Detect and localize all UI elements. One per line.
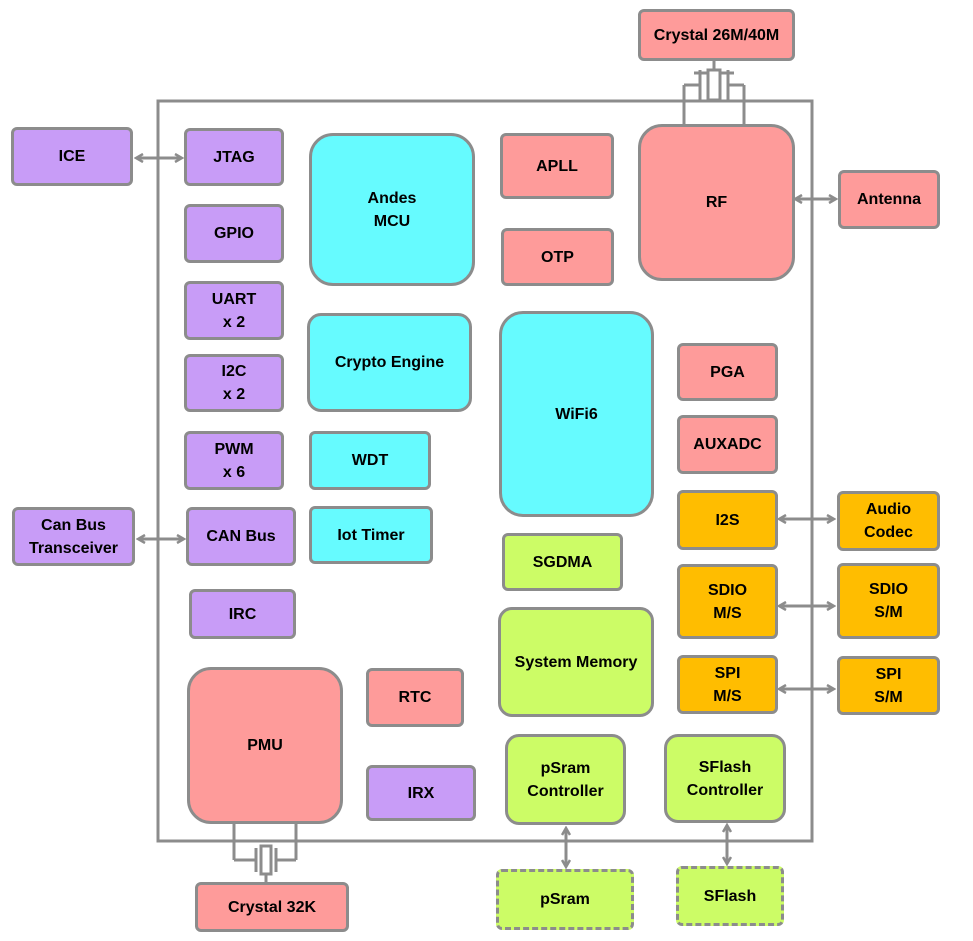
sdio-sm-block: SDIO S/M — [837, 563, 940, 639]
crystal-32k-block: Crystal 32K — [195, 882, 349, 932]
jtag-block: JTAG — [184, 128, 284, 186]
i2s-block: I2S — [677, 490, 778, 550]
gpio-block: GPIO — [184, 204, 284, 263]
pga-block: PGA — [677, 343, 778, 401]
sflash-block: SFlash — [676, 866, 784, 926]
irx-block: IRX — [366, 765, 476, 821]
spi-ms-block: SPI M/S — [677, 655, 778, 714]
crypto-engine-block: Crypto Engine — [307, 313, 472, 412]
rtc-block: RTC — [366, 668, 464, 727]
rf-block: RF — [638, 124, 795, 281]
system-memory-block: System Memory — [498, 607, 654, 717]
antenna-block: Antenna — [838, 170, 940, 229]
andes-mcu-block: Andes MCU — [309, 133, 475, 286]
irc-block: IRC — [189, 589, 296, 639]
wdt-block: WDT — [309, 431, 431, 490]
chip-boundary — [156, 99, 814, 843]
pwm-block: PWM x 6 — [184, 431, 284, 490]
pmu-block: PMU — [187, 667, 343, 824]
crystal-main-block: Crystal 26M/40M — [638, 9, 795, 61]
crystal-symbol-32k — [232, 820, 298, 882]
audio-codec-block: Audio Codec — [837, 491, 940, 551]
can-bus-block: CAN Bus — [186, 507, 296, 566]
sflash-controller-block: SFlash Controller — [664, 734, 786, 823]
sdio-ms-block: SDIO M/S — [677, 564, 778, 639]
crystal-symbol-main — [682, 61, 746, 128]
psram-controller-block: pSram Controller — [505, 734, 626, 825]
otp-block: OTP — [501, 228, 614, 286]
wifi6-block: WiFi6 — [499, 311, 654, 517]
auxadc-block: AUXADC — [677, 415, 778, 474]
can-transceiver-block: Can Bus Transceiver — [12, 507, 135, 566]
apll-block: APLL — [500, 133, 614, 199]
ice-block: ICE — [11, 127, 133, 186]
uart-block: UART x 2 — [184, 281, 284, 340]
spi-sm-block: SPI S/M — [837, 656, 940, 715]
psram-block: pSram — [496, 869, 634, 930]
iot-timer-block: Iot Timer — [309, 506, 433, 564]
i2c-block: I2C x 2 — [184, 354, 284, 412]
sgdma-block: SGDMA — [502, 533, 623, 591]
